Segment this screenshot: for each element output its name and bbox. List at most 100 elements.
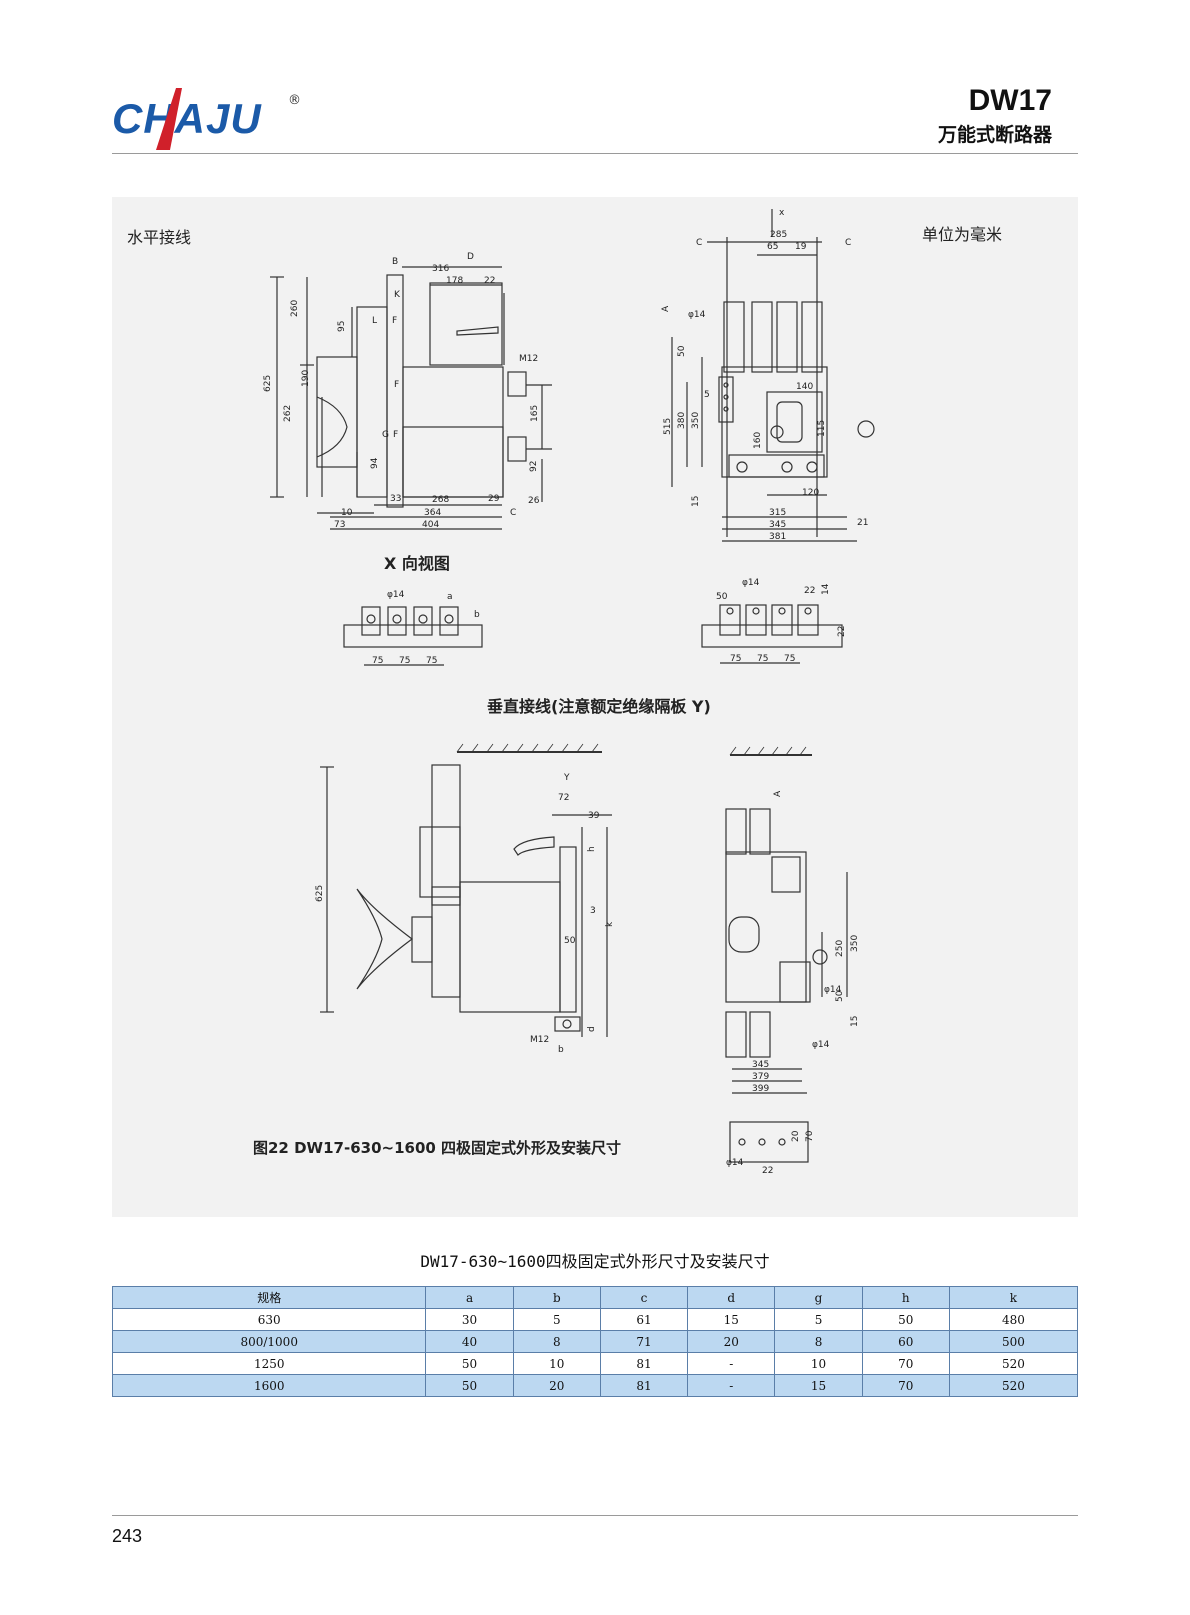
dim-15-a: 15 [691,496,701,507]
dim-14-x: 14 [821,583,831,595]
dim-33: 33 [390,494,401,504]
table-cell: 520 [948,1352,1079,1375]
label-unit: 单位为毫米 [922,225,1003,244]
dim-268: 268 [432,495,449,505]
header-cell: b [512,1286,601,1309]
dim-250: 250 [835,940,845,957]
label-phi14-e: φ14 [812,1040,830,1050]
table-cell: 480 [948,1308,1079,1331]
label-a-v: A [773,790,783,797]
dim-364: 364 [424,508,441,518]
table-caption: DW17-630~1600四极固定式外形尺寸及安装尺寸 [420,1252,770,1271]
table-cell: 50 [425,1352,514,1375]
dim-285: 285 [770,230,787,240]
table-cell: 8 [512,1330,601,1353]
dim-50-x: 50 [716,592,728,602]
dim-72: 72 [558,793,569,803]
table-cell: 15 [687,1308,776,1331]
table-cell: 5 [774,1308,863,1331]
table-cell: 20 [512,1374,601,1397]
table-cell: 1250 [111,1352,427,1375]
dim-316: 316 [432,264,449,274]
label-b-v: b [558,1045,564,1055]
dim-75-c: 75 [426,656,437,666]
dim-22-x: 22 [804,586,815,596]
registered-mark: ® [288,93,301,108]
dim-350: 350 [691,412,701,429]
table-row: 630 30 5 61 15 5 50 480 [111,1308,1079,1331]
label-vertical-wiring: 垂直接线(注意额定绝缘隔板 Y) [487,697,711,716]
figure-caption: 图22 DW17-630~1600 四极固定式外形及安装尺寸 [253,1139,622,1157]
label-phi14-c: φ14 [742,578,760,588]
dim-20: 20 [791,1130,801,1142]
dim-345-v: 345 [752,1060,769,1070]
dim-75-e: 75 [757,654,768,664]
table-cell: - [687,1374,776,1397]
dim-15-v: 15 [850,1016,860,1027]
dim-65: 65 [767,242,778,252]
header-divider [112,153,1078,154]
label-b-x: b [474,610,480,620]
table-row: 800/1000 40 8 71 20 8 60 500 [111,1330,1079,1353]
label-m12-top: M12 [519,354,538,364]
dim-73: 73 [334,520,345,530]
dim-50: 50 [677,345,687,357]
label-f1: F [392,316,397,326]
label-phi14-f: φ14 [726,1158,744,1168]
table-cell: 10 [774,1352,863,1375]
label-x: x [779,208,785,218]
dim-160: 160 [753,432,763,449]
product-model: DW17 [968,84,1052,117]
dim-50-vr: 50 [835,990,845,1002]
table-cell: 500 [948,1330,1079,1353]
dim-350-v: 350 [850,935,860,952]
dim-190: 190 [301,370,311,387]
dim-140: 140 [796,382,813,392]
label-f3: F [393,430,398,440]
dim-10: 10 [341,508,353,518]
dim-22-v: 22 [762,1166,773,1176]
table-cell: 40 [425,1330,514,1353]
header-cell: c [599,1286,689,1309]
label-h: h [587,846,597,852]
product-subtitle: 万能式断路器 [937,124,1052,146]
footer-divider [112,1515,1078,1516]
table-cell: 8 [774,1330,863,1353]
dim-625-top: 625 [263,375,273,392]
table-cell: 71 [599,1330,689,1353]
side-view-vertical [320,743,612,1037]
dim-165: 165 [530,405,540,422]
table-cell: 81 [599,1374,689,1397]
dim-260: 260 [290,300,300,317]
label-y: Y [563,773,570,783]
dim-22-xv: 22 [837,626,847,637]
dim-315: 315 [769,508,786,518]
dim-379: 379 [752,1072,769,1082]
label-horizontal-wiring: 水平接线 [127,228,192,247]
dim-399: 399 [752,1084,769,1094]
dim-262: 262 [283,405,293,422]
label-d-v: d [587,1026,597,1032]
table-cell: 520 [948,1374,1079,1397]
dim-19: 19 [795,242,807,252]
x-view-right [701,604,843,664]
table-cell: 15 [774,1374,863,1397]
dim-75-d: 75 [730,654,741,664]
label-m12-bottom: M12 [530,1035,549,1045]
table-cell: 50 [861,1308,950,1331]
dim-75-b: 75 [399,656,410,666]
label-l: L [372,316,377,326]
dim-70: 70 [805,1130,815,1142]
dim-94: 94 [370,457,380,469]
label-k: K [394,290,401,300]
table-header-row: 规格 a b c d g h k [111,1286,1079,1309]
dim-50-v: 50 [564,936,576,946]
table-cell: 60 [861,1330,950,1353]
table-cell: 70 [861,1374,950,1397]
label-a-x: a [447,592,453,602]
header-cell: d [687,1286,776,1309]
dim-120: 120 [802,488,819,498]
dim-39: 39 [588,811,600,821]
table-cell: - [687,1352,776,1375]
dim-21: 21 [857,518,868,528]
